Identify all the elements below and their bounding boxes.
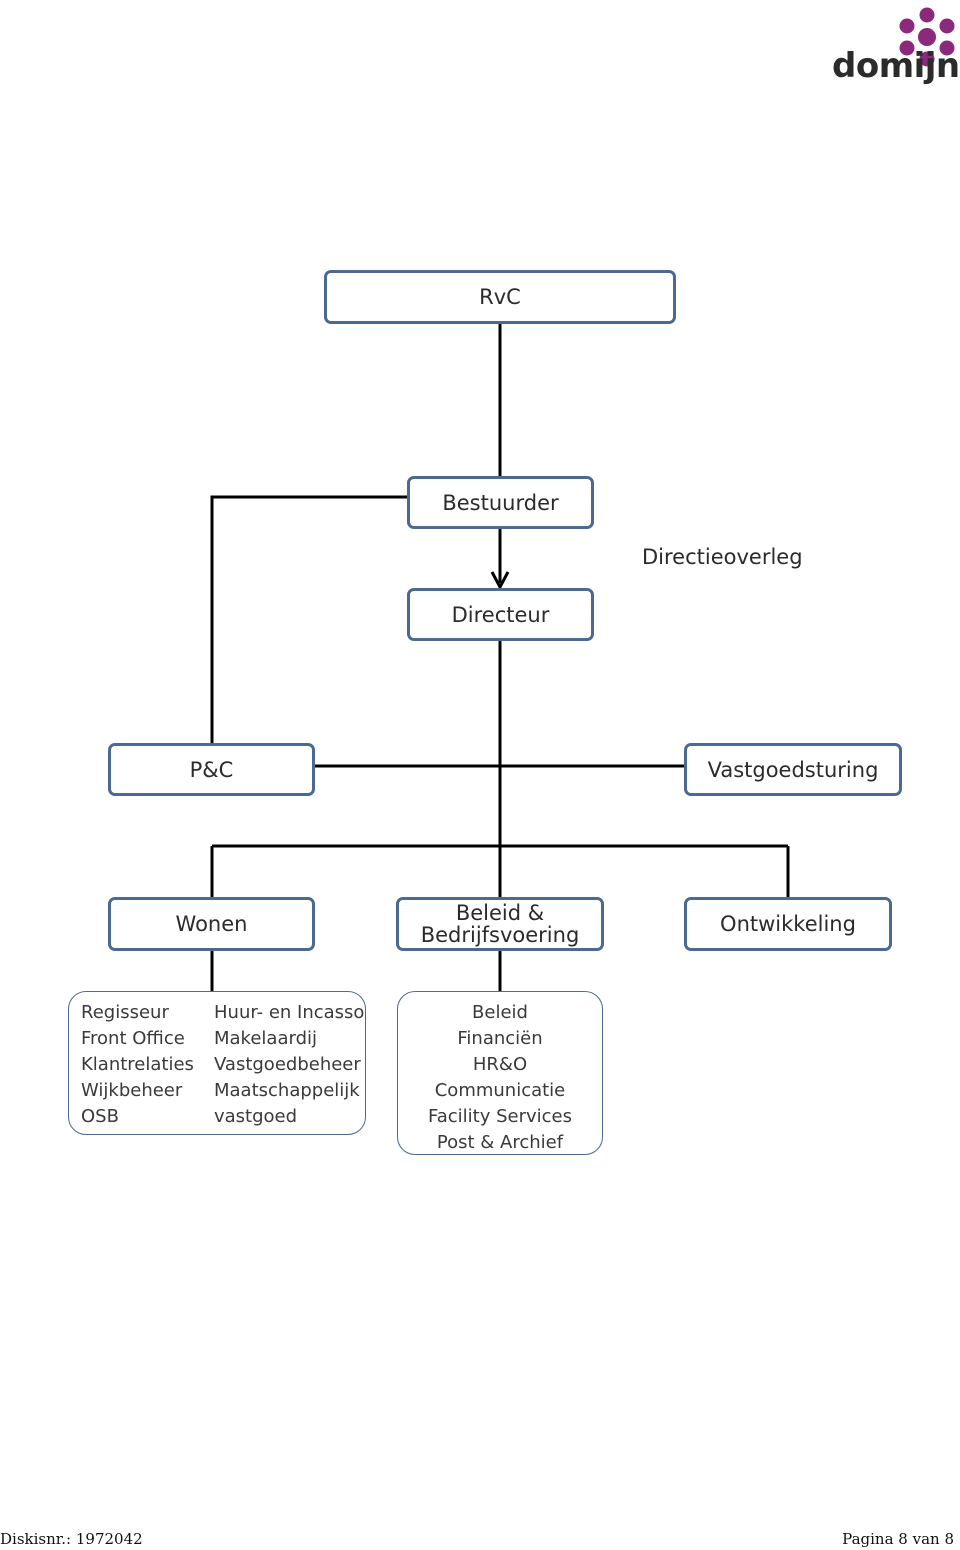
- unit-item: Front Office: [81, 1028, 185, 1049]
- node-pc: P&C: [108, 743, 315, 796]
- node-rvc-label: RvC: [479, 285, 521, 309]
- logo-wordmark: domijn: [832, 46, 960, 86]
- unit-item: Maatschappelijk: [214, 1080, 360, 1101]
- unit-item: OSB: [81, 1106, 119, 1127]
- node-bestuurder-label: Bestuurder: [442, 490, 559, 515]
- unit-item: Huur- en Incasso: [214, 1002, 365, 1023]
- node-beleid-bedrijfsvoering: Beleid & Bedrijfsvoering: [396, 897, 604, 951]
- node-beleid-label-line2: Bedrijfsvoering: [420, 923, 580, 947]
- unit-item: Financiën: [457, 1028, 543, 1049]
- node-rvc: RvC: [324, 270, 676, 324]
- unit-item: Wijkbeheer: [81, 1080, 183, 1101]
- node-wonen: Wonen: [108, 897, 315, 951]
- domijn-logo: domijn: [832, 4, 960, 96]
- wonen-units-box: Regisseur Front Office Klantrelaties Wij…: [68, 991, 366, 1135]
- node-beleid-label-line1: Beleid &: [455, 901, 545, 925]
- arrowhead-icon: [490, 571, 510, 591]
- unit-item: Post & Archief: [436, 1132, 564, 1153]
- unit-item: Beleid: [472, 1002, 528, 1023]
- beleid-units-column: Beleid Financiën HR&O Communicatie Facil…: [398, 1000, 602, 1156]
- unit-item: Klantrelaties: [81, 1054, 194, 1075]
- footer-page-number: Pagina 8 van 8: [842, 1530, 954, 1548]
- node-vastgoedsturing: Vastgoedsturing: [684, 743, 902, 796]
- flower-icon: [899, 7, 955, 67]
- node-directeur-label: Directeur: [451, 602, 550, 627]
- unit-item: Vastgoedbeheer: [214, 1054, 361, 1075]
- unit-item: Makelaardij: [214, 1028, 317, 1049]
- unit-item: HR&O: [472, 1054, 528, 1075]
- wonen-units-left-column: Regisseur Front Office Klantrelaties Wij…: [81, 1000, 194, 1130]
- node-directeur: Directeur: [407, 588, 594, 641]
- node-wonen-label: Wonen: [175, 912, 248, 936]
- unit-item: Regisseur: [81, 1002, 169, 1023]
- unit-item: Communicatie: [434, 1080, 566, 1101]
- unit-item: Facility Services: [428, 1106, 572, 1127]
- node-bestuurder: Bestuurder: [407, 476, 594, 529]
- node-pc-label: P&C: [189, 757, 234, 782]
- node-vastgoedsturing-label: Vastgoedsturing: [707, 757, 879, 782]
- connector-bestuurder-pc: [210, 495, 408, 744]
- beleid-units-box: Beleid Financiën HR&O Communicatie Facil…: [397, 991, 603, 1155]
- node-ontwikkeling: Ontwikkeling: [684, 897, 892, 951]
- directieoverleg-label: Directieoverleg: [642, 545, 803, 569]
- unit-item: vastgoed: [214, 1106, 298, 1127]
- footer-disk-number: Diskisnr.: 1972042: [0, 1530, 143, 1548]
- wonen-units-right-column: Huur- en Incasso Makelaardij Vastgoedbeh…: [214, 1000, 364, 1130]
- node-ontwikkeling-label: Ontwikkeling: [720, 912, 856, 936]
